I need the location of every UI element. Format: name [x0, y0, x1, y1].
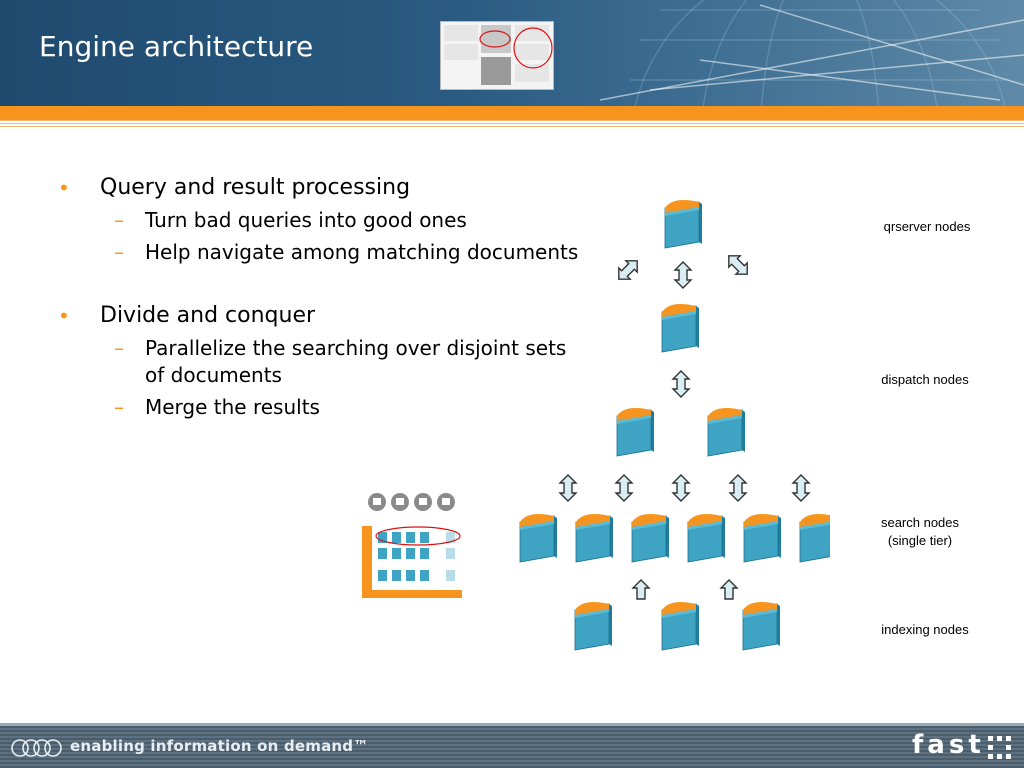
architecture-diagram [519, 199, 830, 651]
dispatch-node [616, 407, 655, 457]
slide-footer: enabling information on demand™ fast [0, 726, 1024, 768]
search-label: search nodes (single tier) [880, 515, 960, 548]
dispatch-node [661, 303, 700, 353]
search-node [519, 513, 558, 563]
sub-bullet-item: – Help navigate among matching documents [114, 240, 579, 264]
qrserver-node [664, 199, 703, 249]
footer-divider [0, 723, 1024, 726]
search-node [799, 513, 830, 563]
dash-icon: – [114, 208, 124, 232]
dash-icon: – [114, 395, 124, 419]
qrserver-label: qrserver nodes [883, 219, 971, 234]
logo-rings-icon [11, 739, 62, 757]
indexing-node [661, 601, 700, 651]
bullet-item: • Query and result processing [58, 175, 411, 200]
double-arrow-icon [672, 474, 690, 502]
double-arrow-icon [615, 474, 633, 502]
slide-title: Engine architecture [39, 30, 314, 63]
double-arrow-icon [674, 261, 692, 289]
sub-bullet-item: – Parallelize the searching over disjoin… [114, 336, 567, 387]
architecture-thumbnail [440, 21, 554, 90]
double-arrow-icon [612, 254, 644, 286]
up-arrow-icon [632, 579, 650, 600]
bullet-dot-icon: • [58, 304, 70, 328]
bullet-dot-icon: • [58, 176, 70, 200]
search-node [743, 513, 782, 563]
double-arrow-icon [559, 474, 577, 502]
dash-icon: – [114, 240, 124, 264]
dash-icon: – [114, 336, 124, 360]
brand-logo: fast [912, 730, 985, 760]
footer-tagline: enabling information on demand™ [70, 737, 369, 755]
brand-dots-icon [988, 736, 1011, 759]
orange-divider [0, 106, 1024, 120]
search-node [631, 513, 670, 563]
indexing-node [742, 601, 781, 651]
sub-bullet-item: – Turn bad queries into good ones [114, 208, 467, 232]
slide-header: Engine architecture [0, 0, 1024, 106]
double-arrow-icon [672, 370, 690, 398]
double-arrow-icon [792, 474, 810, 502]
search-grid-thumbnail [362, 493, 462, 598]
indexing-node [574, 601, 613, 651]
search-node [575, 513, 614, 563]
double-arrow-icon [729, 474, 747, 502]
sub-bullet-item: – Merge the results [114, 395, 320, 419]
globe-graphic [599, 0, 1024, 106]
bullet-list: • Query and result processing – Turn bad… [58, 174, 588, 421]
double-arrow-icon [722, 249, 754, 281]
up-arrow-icon [720, 579, 738, 600]
search-node [687, 513, 726, 563]
dispatch-label: dispatch nodes [881, 372, 969, 387]
bullet-item: • Divide and conquer [58, 303, 316, 328]
orange-stripes [0, 120, 1024, 128]
dispatch-node [707, 407, 746, 457]
indexing-label: indexing nodes [881, 622, 969, 637]
